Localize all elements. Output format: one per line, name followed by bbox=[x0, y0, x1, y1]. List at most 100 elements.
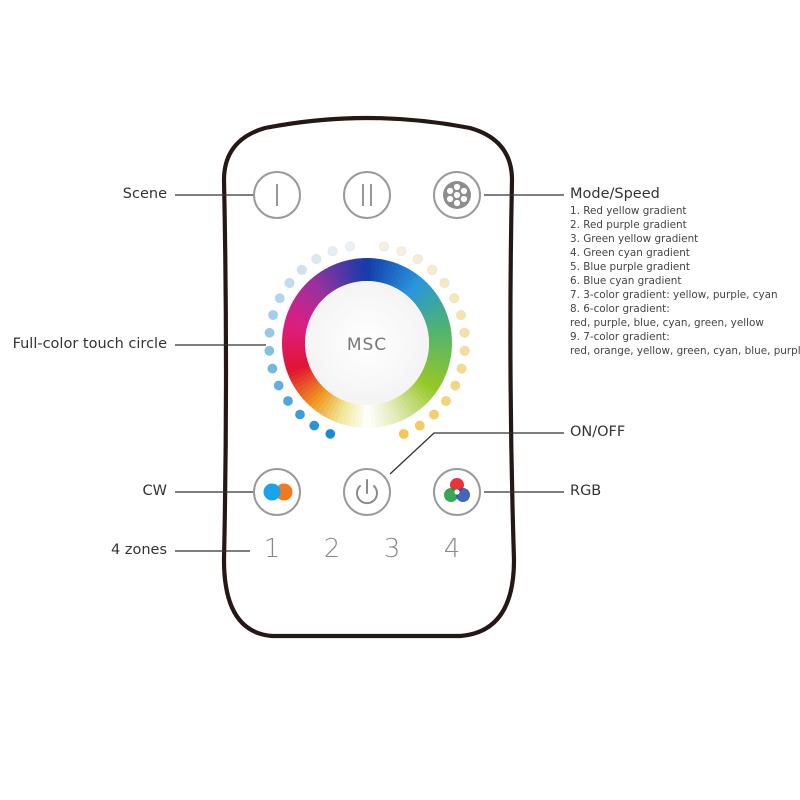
led-dot bbox=[412, 253, 423, 265]
led-dot bbox=[396, 245, 407, 257]
mode-item: 2. Red purple gradient bbox=[570, 219, 687, 231]
wheel-segment bbox=[406, 276, 425, 298]
wheel-segment bbox=[376, 403, 385, 428]
wheel-segment bbox=[424, 362, 448, 375]
wheel-segment bbox=[340, 401, 351, 426]
wheel-segment bbox=[403, 274, 422, 296]
zone-1-key[interactable]: 1 bbox=[263, 534, 281, 564]
cw-cool-dot bbox=[263, 483, 281, 501]
scene-2-button[interactable] bbox=[343, 171, 391, 219]
wheel-segment bbox=[353, 404, 361, 428]
wheel-segment bbox=[388, 399, 402, 423]
led-dot bbox=[327, 245, 338, 257]
wheel-segment bbox=[336, 261, 349, 286]
leader-on-off bbox=[389, 432, 564, 475]
led-dot bbox=[455, 309, 467, 321]
wheel-segment bbox=[332, 263, 346, 287]
wheel-segment bbox=[312, 390, 331, 412]
wheel-segment bbox=[313, 273, 331, 295]
wheel-segment bbox=[424, 312, 449, 325]
led-dot bbox=[426, 264, 438, 276]
mode-item: 7. 3-color gradient: yellow, purple, cya… bbox=[570, 289, 778, 301]
wheel-segment bbox=[324, 266, 340, 290]
wheel-segment bbox=[285, 361, 310, 374]
rgb-button[interactable] bbox=[433, 468, 481, 516]
wheel-segment bbox=[293, 373, 316, 390]
wheel-segment bbox=[427, 325, 452, 334]
mode-item: 8. 6-color gradient: bbox=[570, 303, 670, 315]
led-dot bbox=[296, 264, 308, 276]
wheel-segment bbox=[357, 404, 364, 428]
wheel-segment bbox=[370, 258, 377, 282]
wheel-segment bbox=[366, 404, 372, 428]
wheel-segment bbox=[427, 352, 451, 362]
wheel-segment bbox=[414, 379, 436, 398]
scene-1-button[interactable] bbox=[253, 171, 301, 219]
wheel-segment bbox=[412, 382, 434, 401]
wheel-segment bbox=[295, 376, 317, 393]
wheel-segment bbox=[282, 352, 307, 361]
wheel-segment bbox=[415, 289, 437, 307]
scene-label: Scene bbox=[122, 186, 167, 202]
wheel-segment bbox=[287, 307, 311, 321]
wheel-segment bbox=[405, 389, 424, 410]
wheel-segment bbox=[400, 271, 418, 294]
leader-lines bbox=[175, 194, 564, 552]
color-wheel-inner bbox=[305, 281, 429, 405]
led-dot bbox=[440, 395, 452, 407]
zone-3-key[interactable]: 3 bbox=[383, 534, 401, 564]
wheel-segment bbox=[303, 282, 324, 302]
led-dot bbox=[267, 363, 278, 374]
mode-dot bbox=[460, 187, 468, 195]
led-dot bbox=[308, 420, 320, 431]
mode-dot bbox=[453, 199, 461, 207]
mode-item: 5. Blue purple gradient bbox=[570, 261, 690, 273]
led-dot bbox=[344, 241, 356, 252]
wheel-segment bbox=[310, 276, 329, 297]
led-dot bbox=[459, 327, 470, 339]
wheel-segment bbox=[349, 258, 358, 283]
mode-item: red, purple, blue, cyan, green, yellow bbox=[570, 317, 764, 329]
led-dot bbox=[294, 409, 306, 420]
on-off-button[interactable] bbox=[343, 468, 391, 516]
wheel-segment bbox=[394, 396, 410, 420]
zone-4-key[interactable]: 4 bbox=[443, 534, 461, 564]
wheel-segment bbox=[369, 404, 376, 428]
wheel-segment bbox=[379, 259, 390, 284]
led-dot bbox=[439, 277, 450, 289]
wheel-segment bbox=[283, 355, 308, 365]
wheel-segment bbox=[425, 359, 450, 370]
mode-icon-dots bbox=[446, 183, 468, 207]
wheel-segment bbox=[428, 346, 452, 353]
wheel-segment bbox=[426, 355, 451, 366]
wheel-segment bbox=[316, 392, 334, 415]
wheel-segment bbox=[408, 279, 428, 300]
wheel-segment bbox=[392, 265, 407, 288]
wheel-segment bbox=[362, 258, 368, 282]
led-dot bbox=[311, 253, 322, 265]
cw-button[interactable] bbox=[253, 468, 301, 516]
mode-speed-button[interactable] bbox=[433, 171, 481, 219]
zone-2-key[interactable]: 2 bbox=[323, 534, 341, 564]
led-dot bbox=[428, 409, 440, 420]
wheel-segment bbox=[358, 258, 365, 282]
wheel-segment bbox=[306, 386, 326, 407]
wheel-segment bbox=[395, 267, 411, 290]
wheel-segment bbox=[426, 321, 451, 331]
wheel-segment bbox=[289, 367, 312, 382]
mode-item: 4. Green cyan gradient bbox=[570, 247, 690, 259]
wheel-segment bbox=[344, 402, 355, 427]
led-dot bbox=[378, 241, 390, 252]
wheel-segment bbox=[420, 371, 443, 387]
wheel-segment bbox=[286, 311, 310, 324]
wheel-segment bbox=[428, 349, 452, 357]
wheel-segment bbox=[418, 296, 441, 313]
power-icon bbox=[356, 479, 378, 505]
full-color-touch-circle[interactable]: MSC bbox=[282, 258, 452, 428]
wheel-segment bbox=[303, 384, 324, 404]
wheel-segment bbox=[282, 329, 306, 337]
wheel-segment bbox=[418, 374, 441, 390]
cw-warm-dot bbox=[275, 483, 293, 501]
led-dot bbox=[324, 428, 336, 440]
